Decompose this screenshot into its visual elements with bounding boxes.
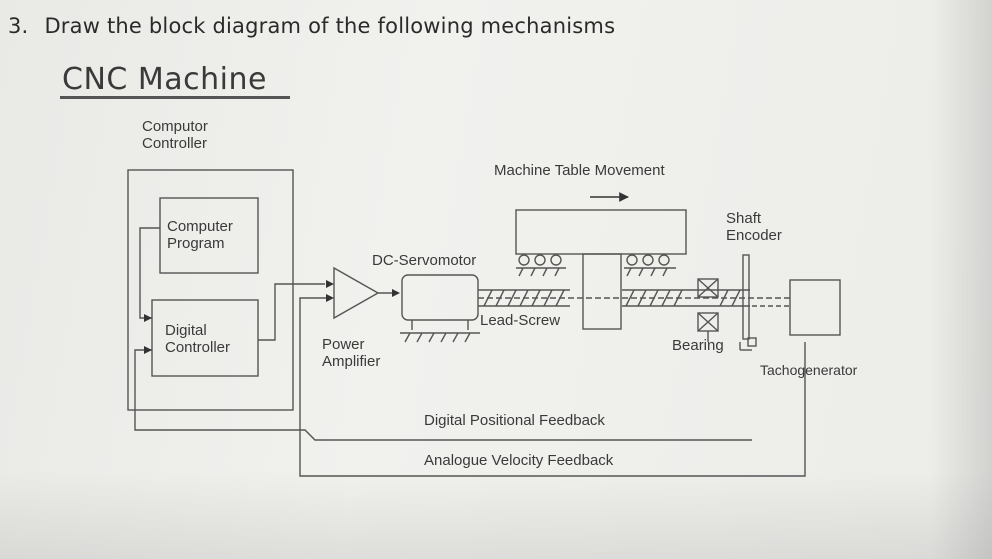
machine-table-movement-label: Machine Table Movement	[494, 162, 665, 179]
shaft-encoder-line-1: Shaft	[726, 210, 762, 227]
computer-program-box	[159, 197, 259, 274]
table-rollers-right	[624, 254, 676, 269]
power-amplifier-label: Power Amplifier	[322, 336, 380, 370]
dc-servomotor-label: DC-Servomotor	[372, 252, 477, 269]
computer-controller-label: Computor Controller	[142, 118, 208, 152]
computer-program-line-1: Computer	[167, 218, 233, 235]
table-nut-block	[582, 253, 622, 330]
page-edge-shadow	[930, 0, 992, 559]
analogue-feedback-line	[299, 297, 806, 477]
digital-feedback-line	[134, 349, 752, 441]
digital-controller-line-1: Digital	[165, 322, 207, 339]
bearing-label: Bearing	[672, 337, 724, 354]
digital-feedback-label: Digital Positional Feedback	[424, 412, 605, 429]
dc-servomotor-body	[401, 274, 479, 321]
computer-controller-box	[127, 169, 294, 411]
title-underline	[60, 96, 290, 99]
digital-controller-box	[151, 299, 259, 377]
arrow-into-digital-controller-b	[144, 346, 152, 354]
digital-controller-line-2: Controller	[165, 339, 231, 356]
bearing-top	[697, 278, 719, 298]
bearing-bottom	[697, 312, 719, 332]
machine-table	[515, 209, 687, 255]
arrow-into-amplifier-b	[326, 294, 334, 302]
diagram-title: CNC Machine	[62, 62, 267, 97]
computer-controller-line-1: Computor	[142, 118, 208, 135]
page-bottom-shadow	[0, 470, 992, 559]
controller-output-line	[258, 283, 325, 341]
digital-controller-label: Digital Controller	[165, 322, 230, 356]
roller-hatch	[518, 267, 668, 277]
arrow-into-digital-controller-a	[144, 314, 152, 322]
arrow-into-amplifier-a	[326, 280, 334, 288]
computer-program-label: Computer Program	[167, 218, 233, 252]
power-amplifier-line-2: Amplifier	[322, 353, 381, 370]
tachogenerator-label: Tachogenerator	[760, 362, 858, 378]
lead-screw-label: Lead-Screw	[480, 312, 561, 329]
computer-program-line-2: Program	[167, 235, 225, 252]
program-to-controller-line	[139, 227, 160, 319]
shaft-encoder-label: Shaft Encoder	[726, 210, 782, 244]
power-amplifier-line-1: Power	[322, 336, 365, 353]
lead-screw-threads	[478, 289, 750, 307]
arrow-into-motor	[392, 289, 400, 297]
table-rollers-left	[516, 254, 566, 269]
question-heading: 3. Draw the block diagram of the followin…	[8, 14, 615, 38]
power-amplifier-triangle	[333, 266, 380, 320]
shaft-encoder-line-2: Encoder	[726, 227, 782, 244]
computer-controller-line-2: Controller	[142, 135, 208, 152]
motor-base-hatch	[404, 332, 471, 343]
shaft-encoder-disc	[742, 254, 750, 340]
tachogenerator-box	[789, 279, 841, 336]
encoder-sensor	[747, 337, 757, 347]
question-text: Draw the block diagram of the following …	[44, 14, 616, 38]
question-number: 3.	[8, 14, 29, 38]
analogue-feedback-label: Analogue Velocity Feedback	[424, 452, 614, 469]
